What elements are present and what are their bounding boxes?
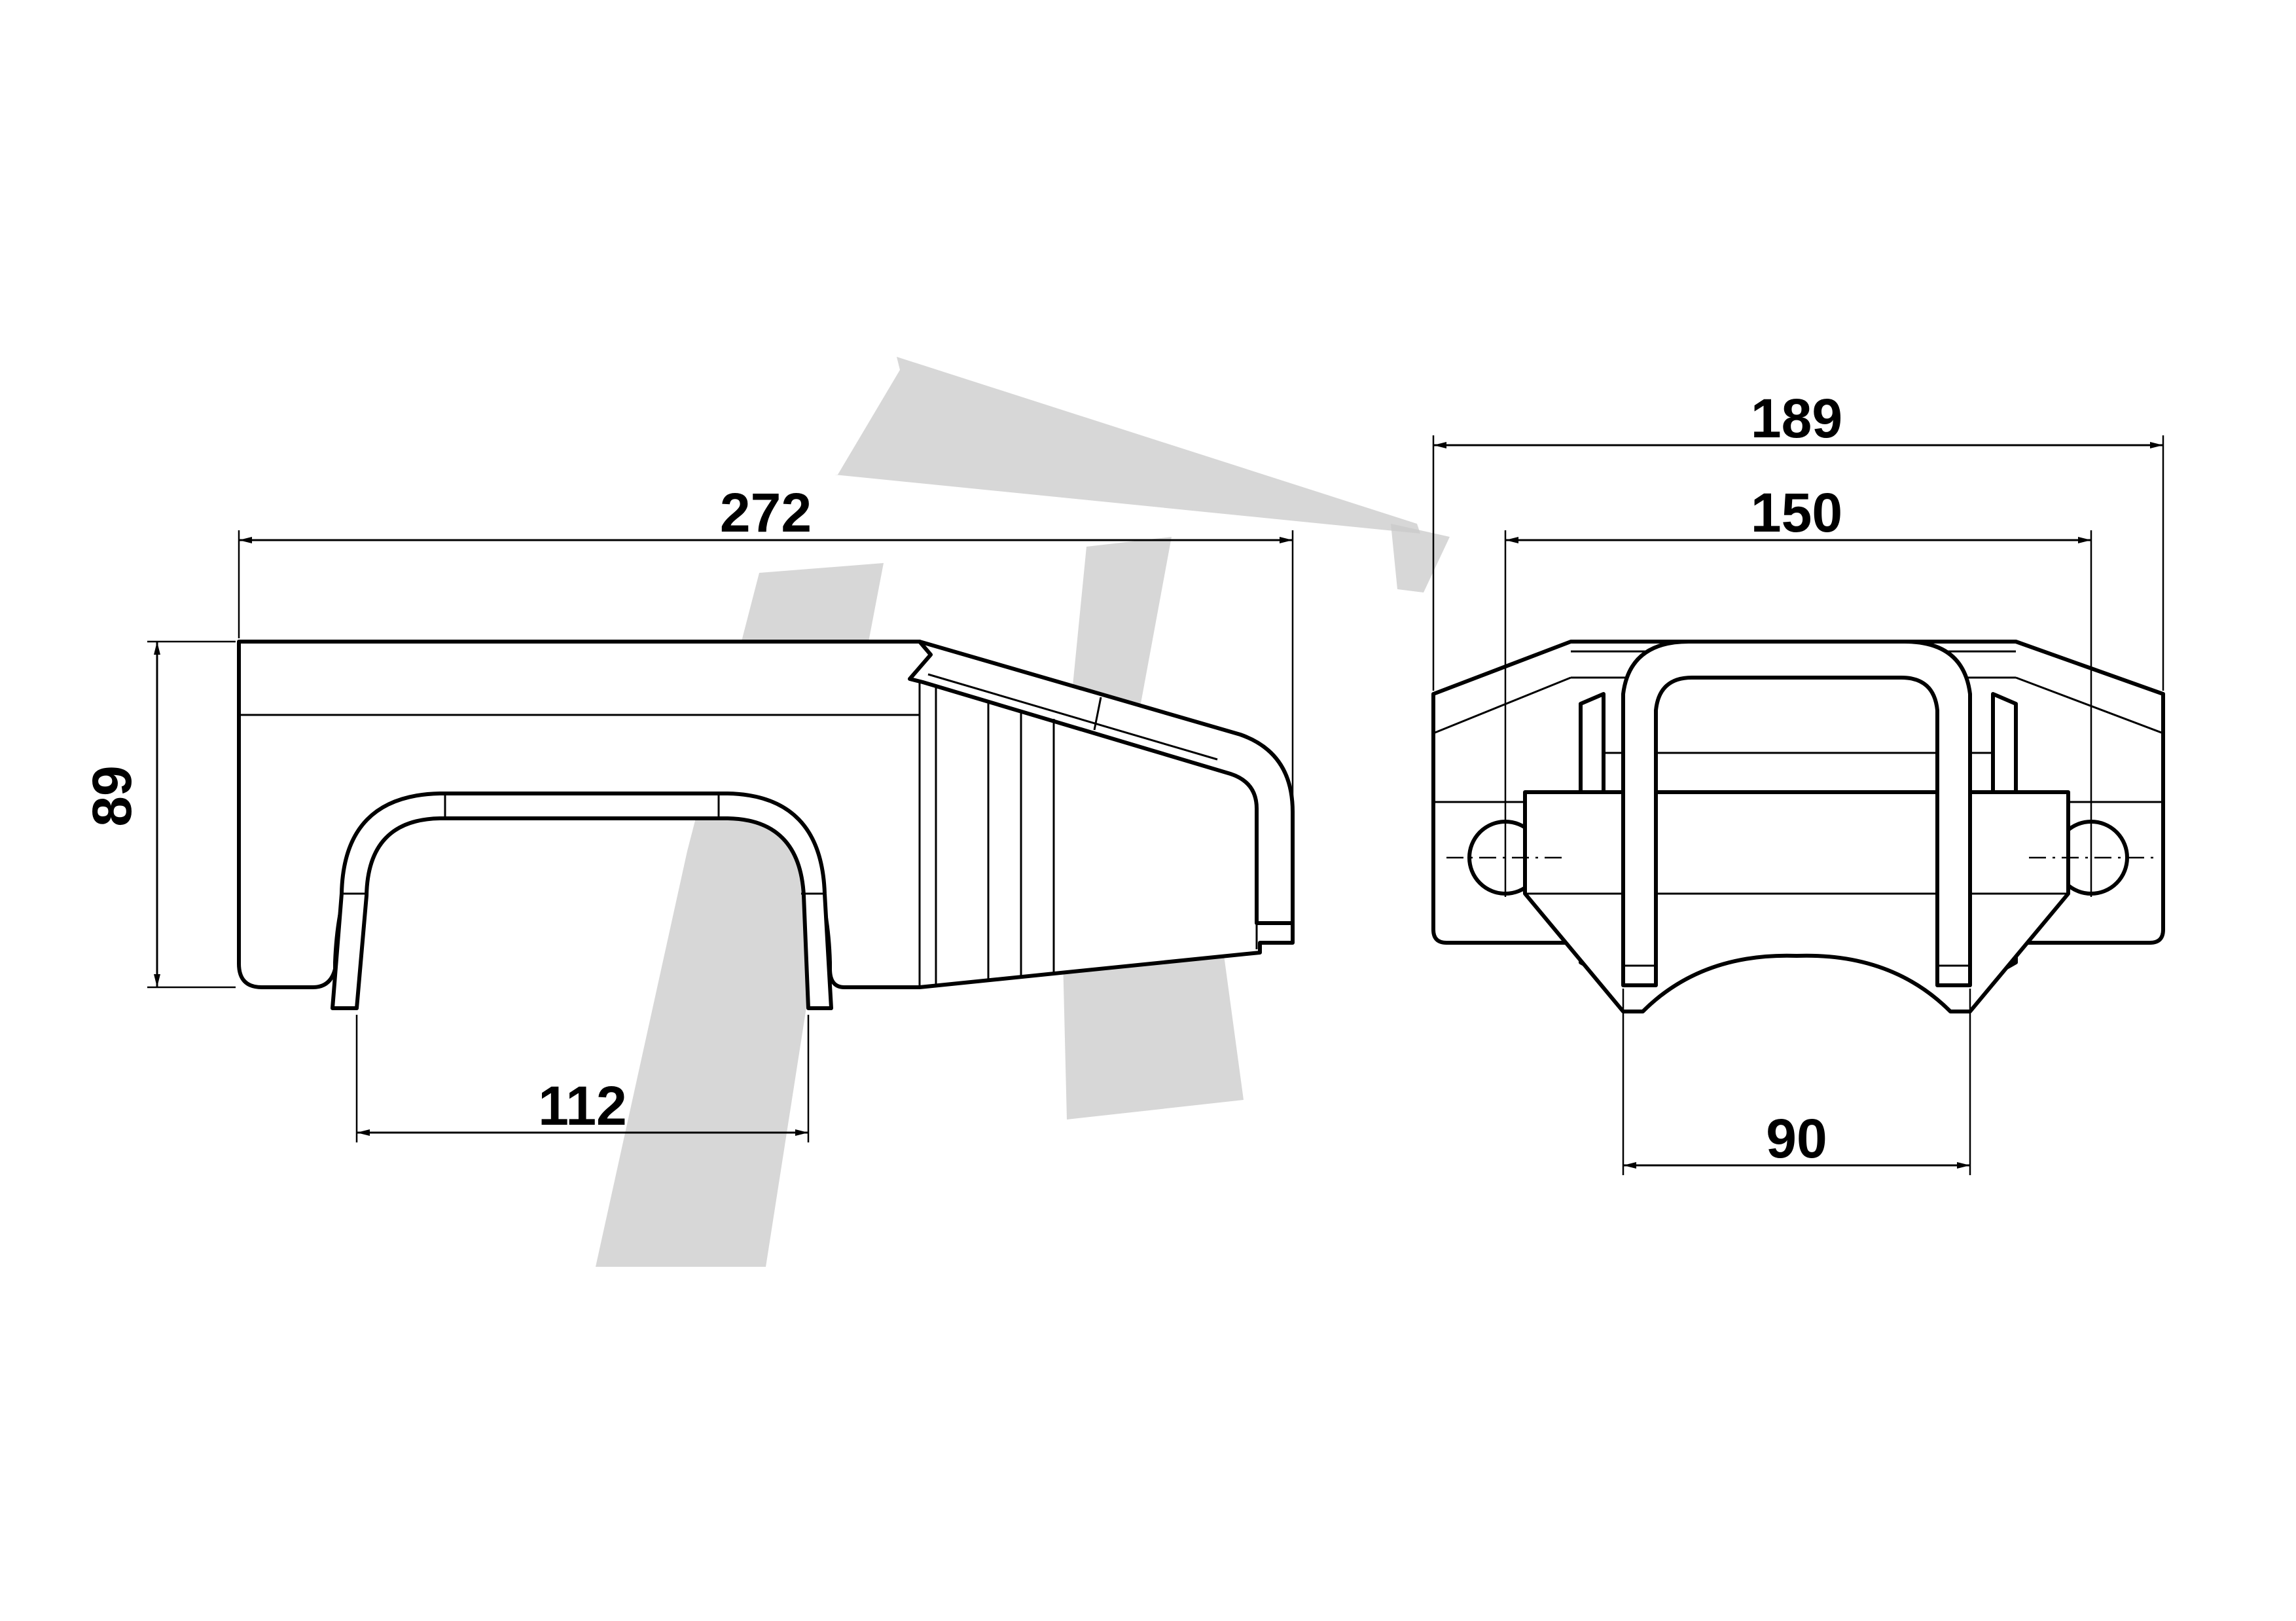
dimension-overall-length: 272 <box>720 482 812 543</box>
dimension-bottom-width: 90 <box>1766 1108 1827 1169</box>
dimension-bracket-width: 112 <box>538 1075 627 1137</box>
side-view-dimensions: 272 89 112 <box>81 482 1294 1142</box>
dimension-hole-spacing: 150 <box>1751 482 1842 543</box>
end-view-dimensions: 189 150 90 <box>1432 388 2164 1175</box>
end-view-clamp <box>1523 790 2070 1013</box>
end-view-u-bracket <box>1621 640 1972 987</box>
side-view <box>237 640 1295 1010</box>
dimension-height: 89 <box>81 765 143 826</box>
end-view <box>1431 640 2165 1013</box>
dimension-overall-width: 189 <box>1751 388 1842 449</box>
